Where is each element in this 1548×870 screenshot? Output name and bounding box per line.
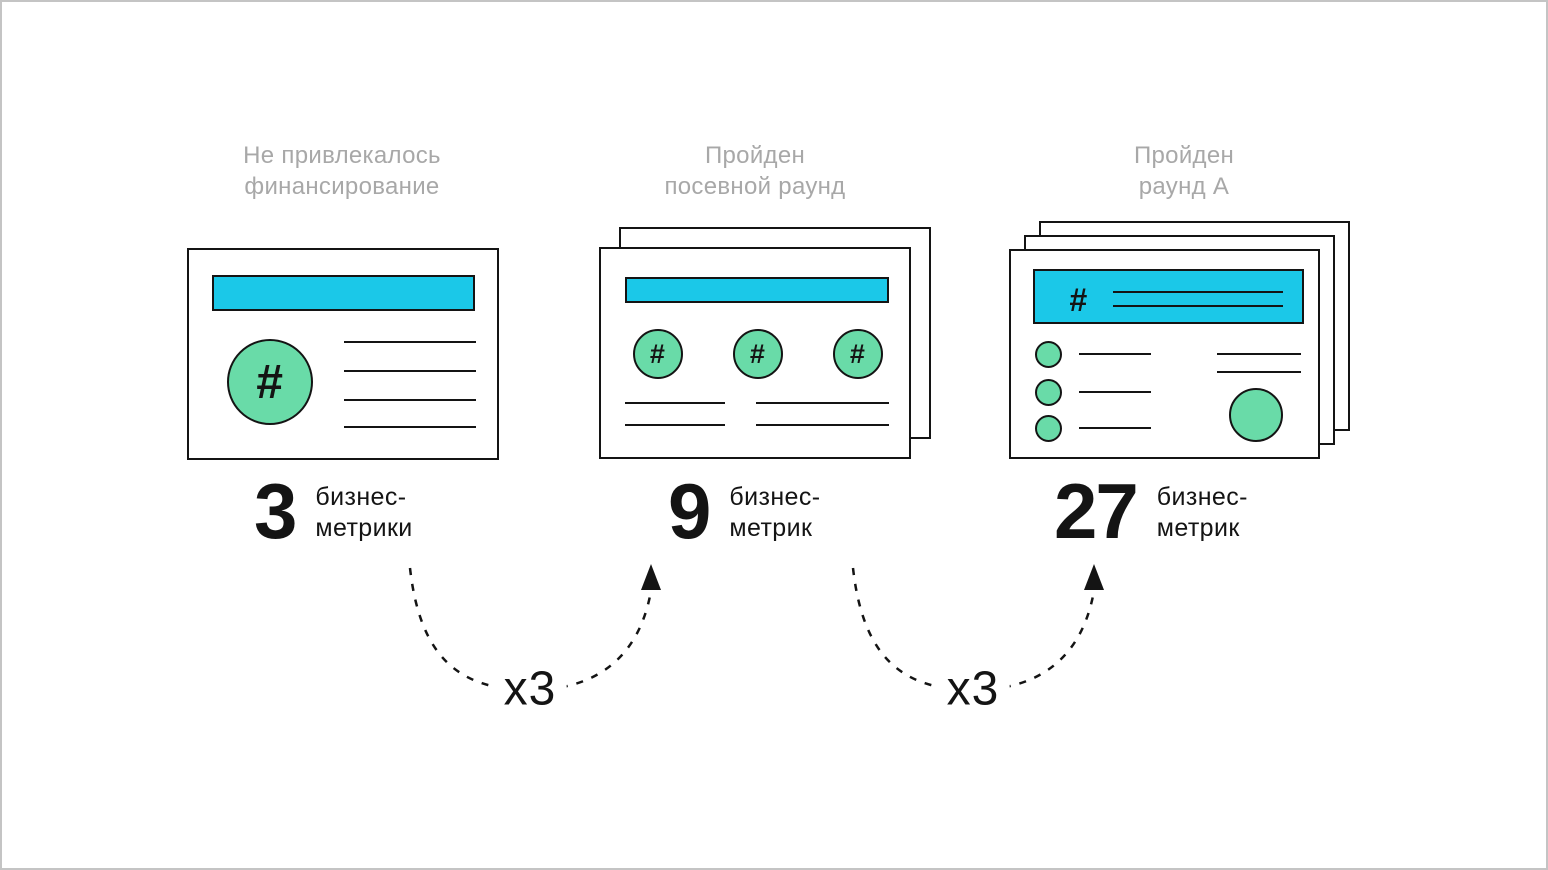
text-line bbox=[756, 402, 889, 404]
text-line bbox=[344, 426, 476, 428]
stage-caption: Пройден раунд А bbox=[1024, 140, 1344, 202]
metric-count: 27 bbox=[1054, 467, 1139, 555]
text-line bbox=[344, 399, 476, 401]
hash-icon: # bbox=[749, 338, 765, 369]
caption-line: Не привлекалось bbox=[243, 142, 441, 169]
multiplier-label: x3 bbox=[936, 661, 1010, 717]
stage2-card: # # # bbox=[599, 247, 911, 459]
metric-label-line: метрики bbox=[315, 514, 413, 542]
metric-label-line: бизнес- bbox=[315, 483, 407, 511]
card-header-bar bbox=[212, 275, 475, 311]
text-line bbox=[1079, 427, 1151, 429]
hash-badge: # bbox=[633, 329, 683, 379]
metric-count: 3 bbox=[254, 467, 297, 555]
caption-line: финансирование bbox=[244, 173, 440, 200]
metric-label-line: бизнес- bbox=[1156, 483, 1248, 511]
hash-icon: # bbox=[255, 355, 283, 409]
hash-badge: # bbox=[733, 329, 783, 379]
metric-label-line: бизнес- bbox=[729, 483, 821, 511]
big-dot bbox=[1229, 388, 1283, 442]
metric-label-line: метрик bbox=[729, 514, 813, 542]
bullet-dot bbox=[1035, 341, 1062, 368]
metric-group: 27 бизнес- метрик bbox=[1054, 467, 1248, 555]
header-text-line bbox=[1113, 291, 1283, 293]
metric-group: 3 бизнес- метрики bbox=[254, 467, 413, 555]
arrowhead-icon bbox=[641, 564, 661, 590]
hash-icon: # bbox=[1069, 282, 1087, 318]
metric-group: 9 бизнес- метрик bbox=[668, 467, 820, 555]
multiplier-label: x3 bbox=[493, 661, 567, 717]
stage-caption: Не привлекалось финансирование bbox=[182, 140, 502, 202]
caption-line: Пройден bbox=[1133, 142, 1235, 169]
hash-icon: # bbox=[849, 338, 865, 369]
text-line bbox=[756, 424, 889, 426]
card-header-bar bbox=[625, 277, 889, 303]
hash-badge: # bbox=[833, 329, 883, 379]
stage-caption: Пройден посевной раунд bbox=[595, 140, 915, 202]
hash-badge: # bbox=[227, 339, 313, 425]
caption-line: Пройден bbox=[704, 142, 806, 169]
bullet-dot bbox=[1035, 415, 1062, 442]
text-line bbox=[625, 402, 725, 404]
text-line bbox=[1217, 353, 1301, 355]
caption-line: раунд А bbox=[1138, 173, 1230, 200]
stage3-card: # bbox=[1009, 249, 1320, 459]
caption-line: посевной раунд bbox=[664, 173, 846, 200]
hash-icon: # bbox=[649, 338, 665, 369]
bullet-dot bbox=[1035, 379, 1062, 406]
stage1-card: # bbox=[187, 248, 499, 460]
header-text-line bbox=[1113, 305, 1283, 307]
text-line bbox=[344, 341, 476, 343]
metric-count: 9 bbox=[668, 467, 711, 555]
metric-label: бизнес- метрики bbox=[315, 482, 412, 544]
metric-label: бизнес- метрик bbox=[1157, 482, 1248, 544]
text-line bbox=[1079, 353, 1151, 355]
text-line bbox=[344, 370, 476, 372]
arrowhead-icon bbox=[1084, 564, 1104, 590]
text-line bbox=[625, 424, 725, 426]
card-header-bar: # bbox=[1033, 269, 1304, 324]
text-line bbox=[1079, 391, 1151, 393]
metric-label-line: метрик bbox=[1156, 514, 1240, 542]
text-line bbox=[1217, 371, 1301, 373]
metric-label: бизнес- метрик bbox=[729, 482, 820, 544]
